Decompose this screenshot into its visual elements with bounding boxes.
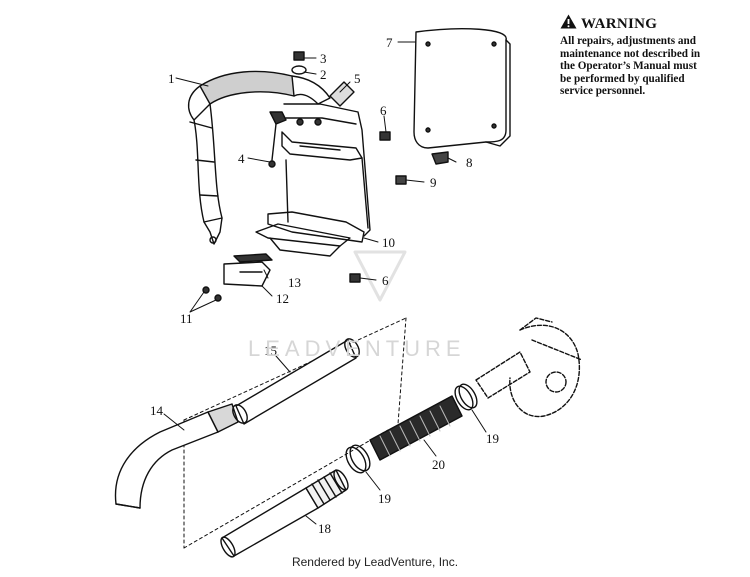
warning-body: All repairs, adjustments and maintenance… — [560, 35, 701, 98]
callout-19-left: 19 — [378, 491, 391, 506]
elbow-tube — [114, 403, 239, 509]
flex-hose — [369, 395, 463, 461]
watermark-text: LEADVENTURE — [248, 336, 466, 361]
callout-5: 5 — [354, 71, 361, 86]
ribbed-tube — [220, 469, 349, 558]
callout-3: 3 — [320, 51, 327, 66]
callout-11: 11 — [180, 311, 193, 326]
warning-title-text: WARNING — [581, 15, 658, 32]
callout-14: 14 — [150, 403, 163, 418]
blower-outlet — [475, 317, 583, 418]
callout-4: 4 — [238, 151, 245, 166]
callout-19-right: 19 — [486, 431, 499, 446]
leader-lines — [163, 41, 487, 525]
warning-triangle-icon — [560, 14, 577, 34]
callout-13: 13 — [288, 275, 301, 290]
callout-7: 7 — [386, 35, 393, 50]
callout-2: 2 — [320, 67, 327, 82]
nut-6 — [349, 131, 391, 283]
hose-clamp — [345, 383, 478, 474]
footer-credit: Rendered by LeadVenture, Inc. — [291, 555, 459, 569]
callout-20: 20 — [432, 457, 445, 472]
backpack-frame — [255, 81, 371, 257]
straight-tube — [232, 338, 360, 425]
callout-10: 10 — [382, 235, 395, 250]
shoulder-strap — [187, 70, 331, 245]
clip-and-nut — [395, 151, 449, 185]
callout-8: 8 — [466, 155, 473, 170]
strap-hardware — [268, 51, 307, 168]
warning-title: WARNING — [560, 14, 740, 34]
callout-12: 12 — [276, 291, 289, 306]
callout-6-lower: 6 — [382, 273, 389, 288]
callout-18: 18 — [318, 521, 331, 536]
callout-1: 1 — [168, 71, 175, 86]
watermark-logo — [353, 250, 407, 302]
back-pad — [413, 28, 511, 149]
warning-box: WARNING All repairs, adjustments and mai… — [560, 14, 740, 98]
clamp-plates — [202, 253, 273, 302]
callout-9: 9 — [430, 175, 437, 190]
callout-6-upper: 6 — [380, 103, 387, 118]
callout-15: 15 — [264, 343, 277, 358]
